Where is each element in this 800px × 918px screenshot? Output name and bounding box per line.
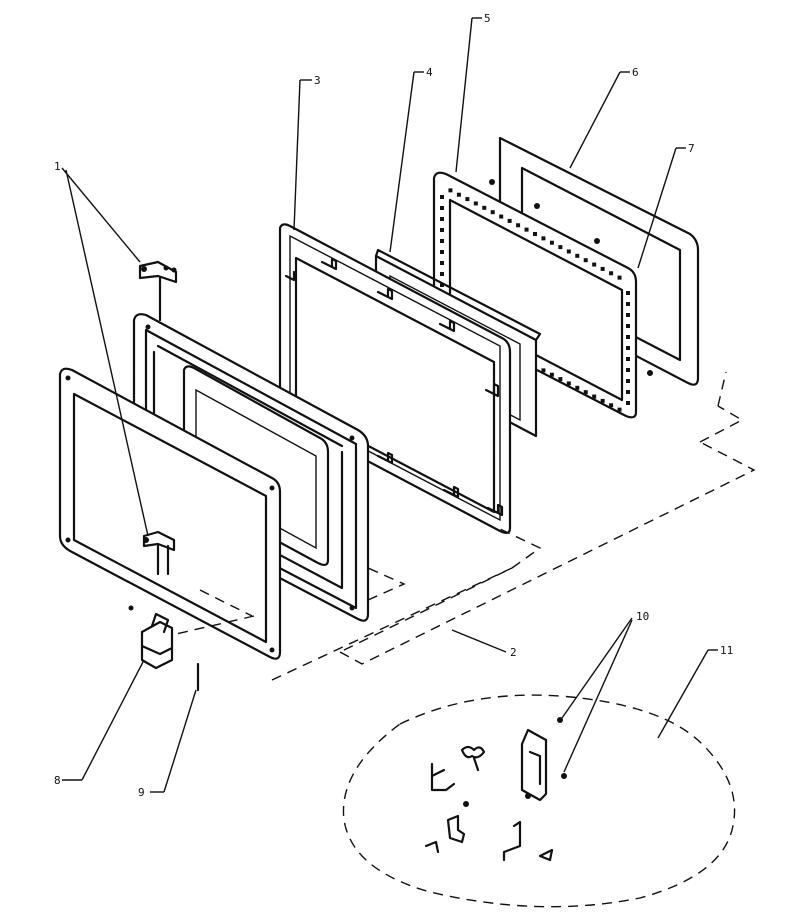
perforation-mark xyxy=(448,188,453,193)
perforation-mark xyxy=(575,253,580,258)
perforation-mark xyxy=(440,228,444,232)
perforation-mark xyxy=(549,372,554,377)
perforation-mark xyxy=(440,195,444,199)
callout-10: 10 xyxy=(636,610,649,623)
callout-9: 9 xyxy=(138,786,145,799)
perforation-mark xyxy=(507,218,512,223)
perforation-mark xyxy=(583,390,588,395)
callout-11: 11 xyxy=(720,644,733,657)
latch-part-8 xyxy=(140,612,174,670)
perforation-mark xyxy=(626,390,630,394)
perforation-mark xyxy=(626,368,630,372)
perforation-mark xyxy=(626,346,630,350)
callout-3: 3 xyxy=(314,74,321,87)
perforation-mark xyxy=(482,205,487,210)
perforation-mark xyxy=(600,266,605,271)
perforation-mark xyxy=(440,283,444,287)
kit-small-parts xyxy=(424,717,567,862)
hinge-bracket-top xyxy=(138,260,178,322)
perforation-mark xyxy=(440,217,444,221)
perforation-mark xyxy=(617,407,622,412)
perforation-mark xyxy=(583,258,588,263)
callout-labels: 1 2 3 4 5 6 7 8 9 10 11 xyxy=(54,12,733,799)
perforation-mark xyxy=(490,210,495,215)
perforation-mark xyxy=(440,250,444,254)
part-5-choke-panel xyxy=(432,171,638,419)
callout-2: 2 xyxy=(510,646,517,659)
perforation-mark xyxy=(626,313,630,317)
perforation-mark xyxy=(499,214,504,219)
perforation-mark xyxy=(541,236,546,241)
perforation-mark xyxy=(440,239,444,243)
perforation-mark xyxy=(626,302,630,306)
perforation-mark xyxy=(465,197,470,202)
leader-lines xyxy=(61,17,718,793)
perforation-mark xyxy=(440,206,444,210)
perforation-mark xyxy=(626,335,630,339)
perforation-mark xyxy=(440,261,444,265)
perforation-mark xyxy=(626,379,630,383)
part-11-kit-outline xyxy=(342,694,736,908)
perforation-mark xyxy=(617,275,622,280)
perforation-mark xyxy=(592,394,597,399)
perforation-mark xyxy=(626,401,630,405)
callout-4: 4 xyxy=(426,66,433,79)
perforation-mark xyxy=(609,271,614,276)
perforation-mark xyxy=(558,377,563,382)
perforation-mark xyxy=(516,223,521,228)
part-3-inner-frame xyxy=(278,223,512,535)
perforation-mark xyxy=(456,192,461,197)
callout-7: 7 xyxy=(688,142,695,155)
perforation-mark xyxy=(566,381,571,386)
perforation-mark xyxy=(473,201,478,206)
perforation-mark xyxy=(626,357,630,361)
hinge-bracket-bottom xyxy=(142,530,176,576)
callout-8: 8 xyxy=(54,774,61,787)
perforation-mark xyxy=(626,324,630,328)
perforation-mark xyxy=(626,291,630,295)
perforation-mark xyxy=(600,398,605,403)
callout-6: 6 xyxy=(632,66,639,79)
perforation-mark xyxy=(609,403,614,408)
callout-5: 5 xyxy=(484,12,491,25)
assembly-dashed-outline xyxy=(175,371,756,681)
perforation-mark xyxy=(541,368,546,373)
callout-1: 1 xyxy=(54,160,61,173)
perforation-mark xyxy=(592,262,597,267)
door-front-frame xyxy=(58,367,282,660)
screws-panel xyxy=(489,179,653,376)
perforation-mark xyxy=(558,245,563,250)
perforation-mark xyxy=(524,227,529,232)
perforation-mark xyxy=(440,272,444,276)
perforation-mark xyxy=(566,249,571,254)
perforation-mark xyxy=(575,385,580,390)
perforation-mark xyxy=(533,232,537,236)
perforation-mark xyxy=(549,240,554,245)
